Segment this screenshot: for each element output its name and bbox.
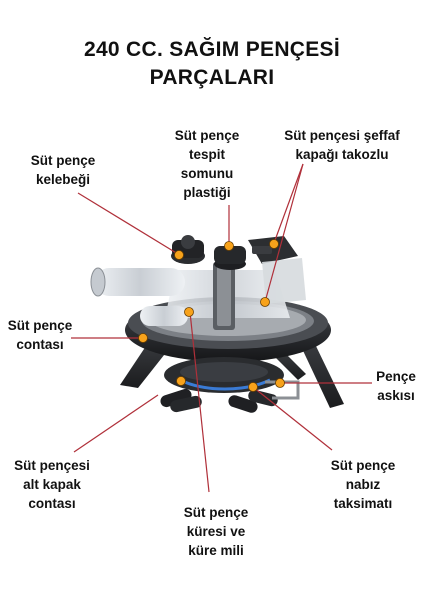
label-line: Süt pençe: [174, 128, 240, 143]
marker-nabiz: [248, 382, 258, 392]
leader-lines: [71, 163, 372, 493]
label-pulse-distributor: Süt pençe nabız taksimatı: [318, 456, 408, 513]
label-line: Pençe: [376, 369, 416, 384]
label-transparent-cover: Süt pençesi şeffaf kapağı takozlu: [262, 126, 422, 164]
label-line: tespit: [188, 147, 225, 162]
pulse-tubes: [160, 388, 278, 413]
label-line: Süt pençesi: [14, 458, 90, 473]
label-line: kapağı takozlu: [295, 147, 389, 162]
label-line: küre mili: [188, 543, 244, 558]
label-line: kelebeği: [35, 172, 91, 187]
bottom-cap: [164, 357, 284, 393]
label-line: Süt pençesi şeffaf: [284, 128, 400, 143]
top-fittings: [171, 235, 306, 304]
milk-inlet-tube: [90, 267, 188, 326]
label-line: somunu: [180, 166, 234, 181]
label-line: contası: [16, 337, 64, 352]
marker-aski: [275, 378, 285, 388]
label-claw-ball-shaft: Süt pençe küresi ve küre mili: [166, 503, 266, 560]
label-line: Süt pençe: [7, 318, 73, 333]
label-line: taksimatı: [333, 496, 393, 511]
label-claw-hanger: Pençe askısı: [368, 367, 424, 405]
label-line: contası: [28, 496, 76, 511]
marker-kapak-top: [269, 239, 279, 249]
diagram-title-line1: 240 CC. SAĞIM PENÇESİ: [83, 38, 341, 61]
marker-kure: [184, 307, 194, 317]
label-bottom-cover-gasket: Süt pençesi alt kapak contası: [2, 456, 102, 513]
label-line: Süt pençe: [183, 505, 249, 520]
label-line: askısı: [377, 388, 415, 403]
label-fixing-nut: Süt pençe tespit somunu plastiği: [152, 126, 262, 202]
label-line: plastiği: [183, 185, 231, 200]
marker-kelebek: [174, 250, 184, 260]
marker-alt-kapak: [176, 376, 186, 386]
label-line: alt kapak: [23, 477, 81, 492]
marker-tespit: [224, 241, 234, 251]
diagram-title-line2: PARÇALARI: [149, 66, 275, 89]
label-line: küresi ve: [186, 524, 246, 539]
marker-kapak-side: [260, 297, 270, 307]
label-line: nabız: [345, 477, 381, 492]
part-markers: [138, 239, 285, 392]
label-claw-gasket: Süt pençe contası: [0, 316, 80, 354]
label-claw-butterfly: Süt pençe kelebeği: [18, 151, 108, 189]
marker-conta: [138, 333, 148, 343]
label-line: Süt pençe: [330, 458, 396, 473]
label-line: Süt pençe: [30, 153, 96, 168]
transparent-cover: [165, 262, 290, 330]
